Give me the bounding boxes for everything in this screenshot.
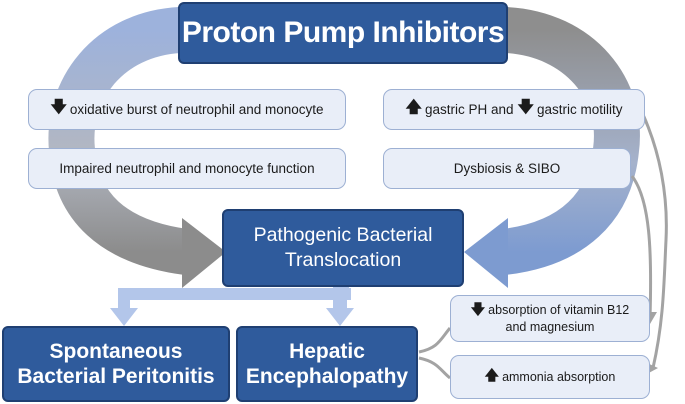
he-line2: Encephalopathy xyxy=(245,365,409,388)
sbp-box: Spontaneous Bacterial Peritonitis xyxy=(2,326,230,402)
down-arrow-icon: 🡇 xyxy=(50,99,67,116)
down-arrow-icon: 🡇 xyxy=(470,301,486,317)
down-arrow-icon: 🡇 xyxy=(517,99,534,116)
translocation-line2: Translocation xyxy=(284,249,402,271)
dysbiosis-box: Dysbiosis & SIBO xyxy=(383,148,631,189)
up-arrow-icon: 🡅 xyxy=(484,367,500,383)
sbp-line2: Bacterial Peritonitis xyxy=(17,365,215,388)
he-box: Hepatic Encephalopathy xyxy=(236,326,418,402)
split-arrow xyxy=(110,287,354,326)
title-box: Proton Pump Inhibitors xyxy=(178,2,508,64)
right-connectors xyxy=(418,99,668,380)
ammonia-absorption-box: 🡅 ammonia absorption xyxy=(450,355,650,399)
dysbiosis-text: Dysbiosis & SIBO xyxy=(453,161,561,176)
impaired-function-text: Impaired neutrophil and monocyte functio… xyxy=(59,161,315,176)
translocation-line1: Pathogenic Bacterial xyxy=(253,224,433,246)
gastric-motility-text: gastric motility xyxy=(536,102,623,117)
sbp-line1: Spontaneous xyxy=(49,340,183,363)
bacterial-translocation-box: Pathogenic Bacterial Translocation xyxy=(222,209,464,287)
he-line1: Hepatic xyxy=(289,340,365,363)
oxidative-burst-text: oxidative burst of neutrophil and monocy… xyxy=(69,102,324,117)
oxidative-burst-box: 🡇 oxidative burst of neutrophil and mono… xyxy=(28,89,346,130)
b12-absorption-box: 🡇absorption of vitamin B12 and magnesium xyxy=(450,295,650,342)
b12-line1: absorption of vitamin B12 xyxy=(488,303,630,317)
title-text: Proton Pump Inhibitors xyxy=(181,16,505,49)
ammonia-text: ammonia absorption xyxy=(502,370,616,384)
gastric-ph-box: 🡅 gastric PH and 🡇 gastric motility xyxy=(383,89,645,130)
up-arrow-icon: 🡅 xyxy=(405,99,422,116)
b12-line2: and magnesium xyxy=(505,320,595,334)
impaired-function-box: Impaired neutrophil and monocyte functio… xyxy=(28,148,346,189)
gastric-ph-text: gastric PH and xyxy=(424,102,514,117)
